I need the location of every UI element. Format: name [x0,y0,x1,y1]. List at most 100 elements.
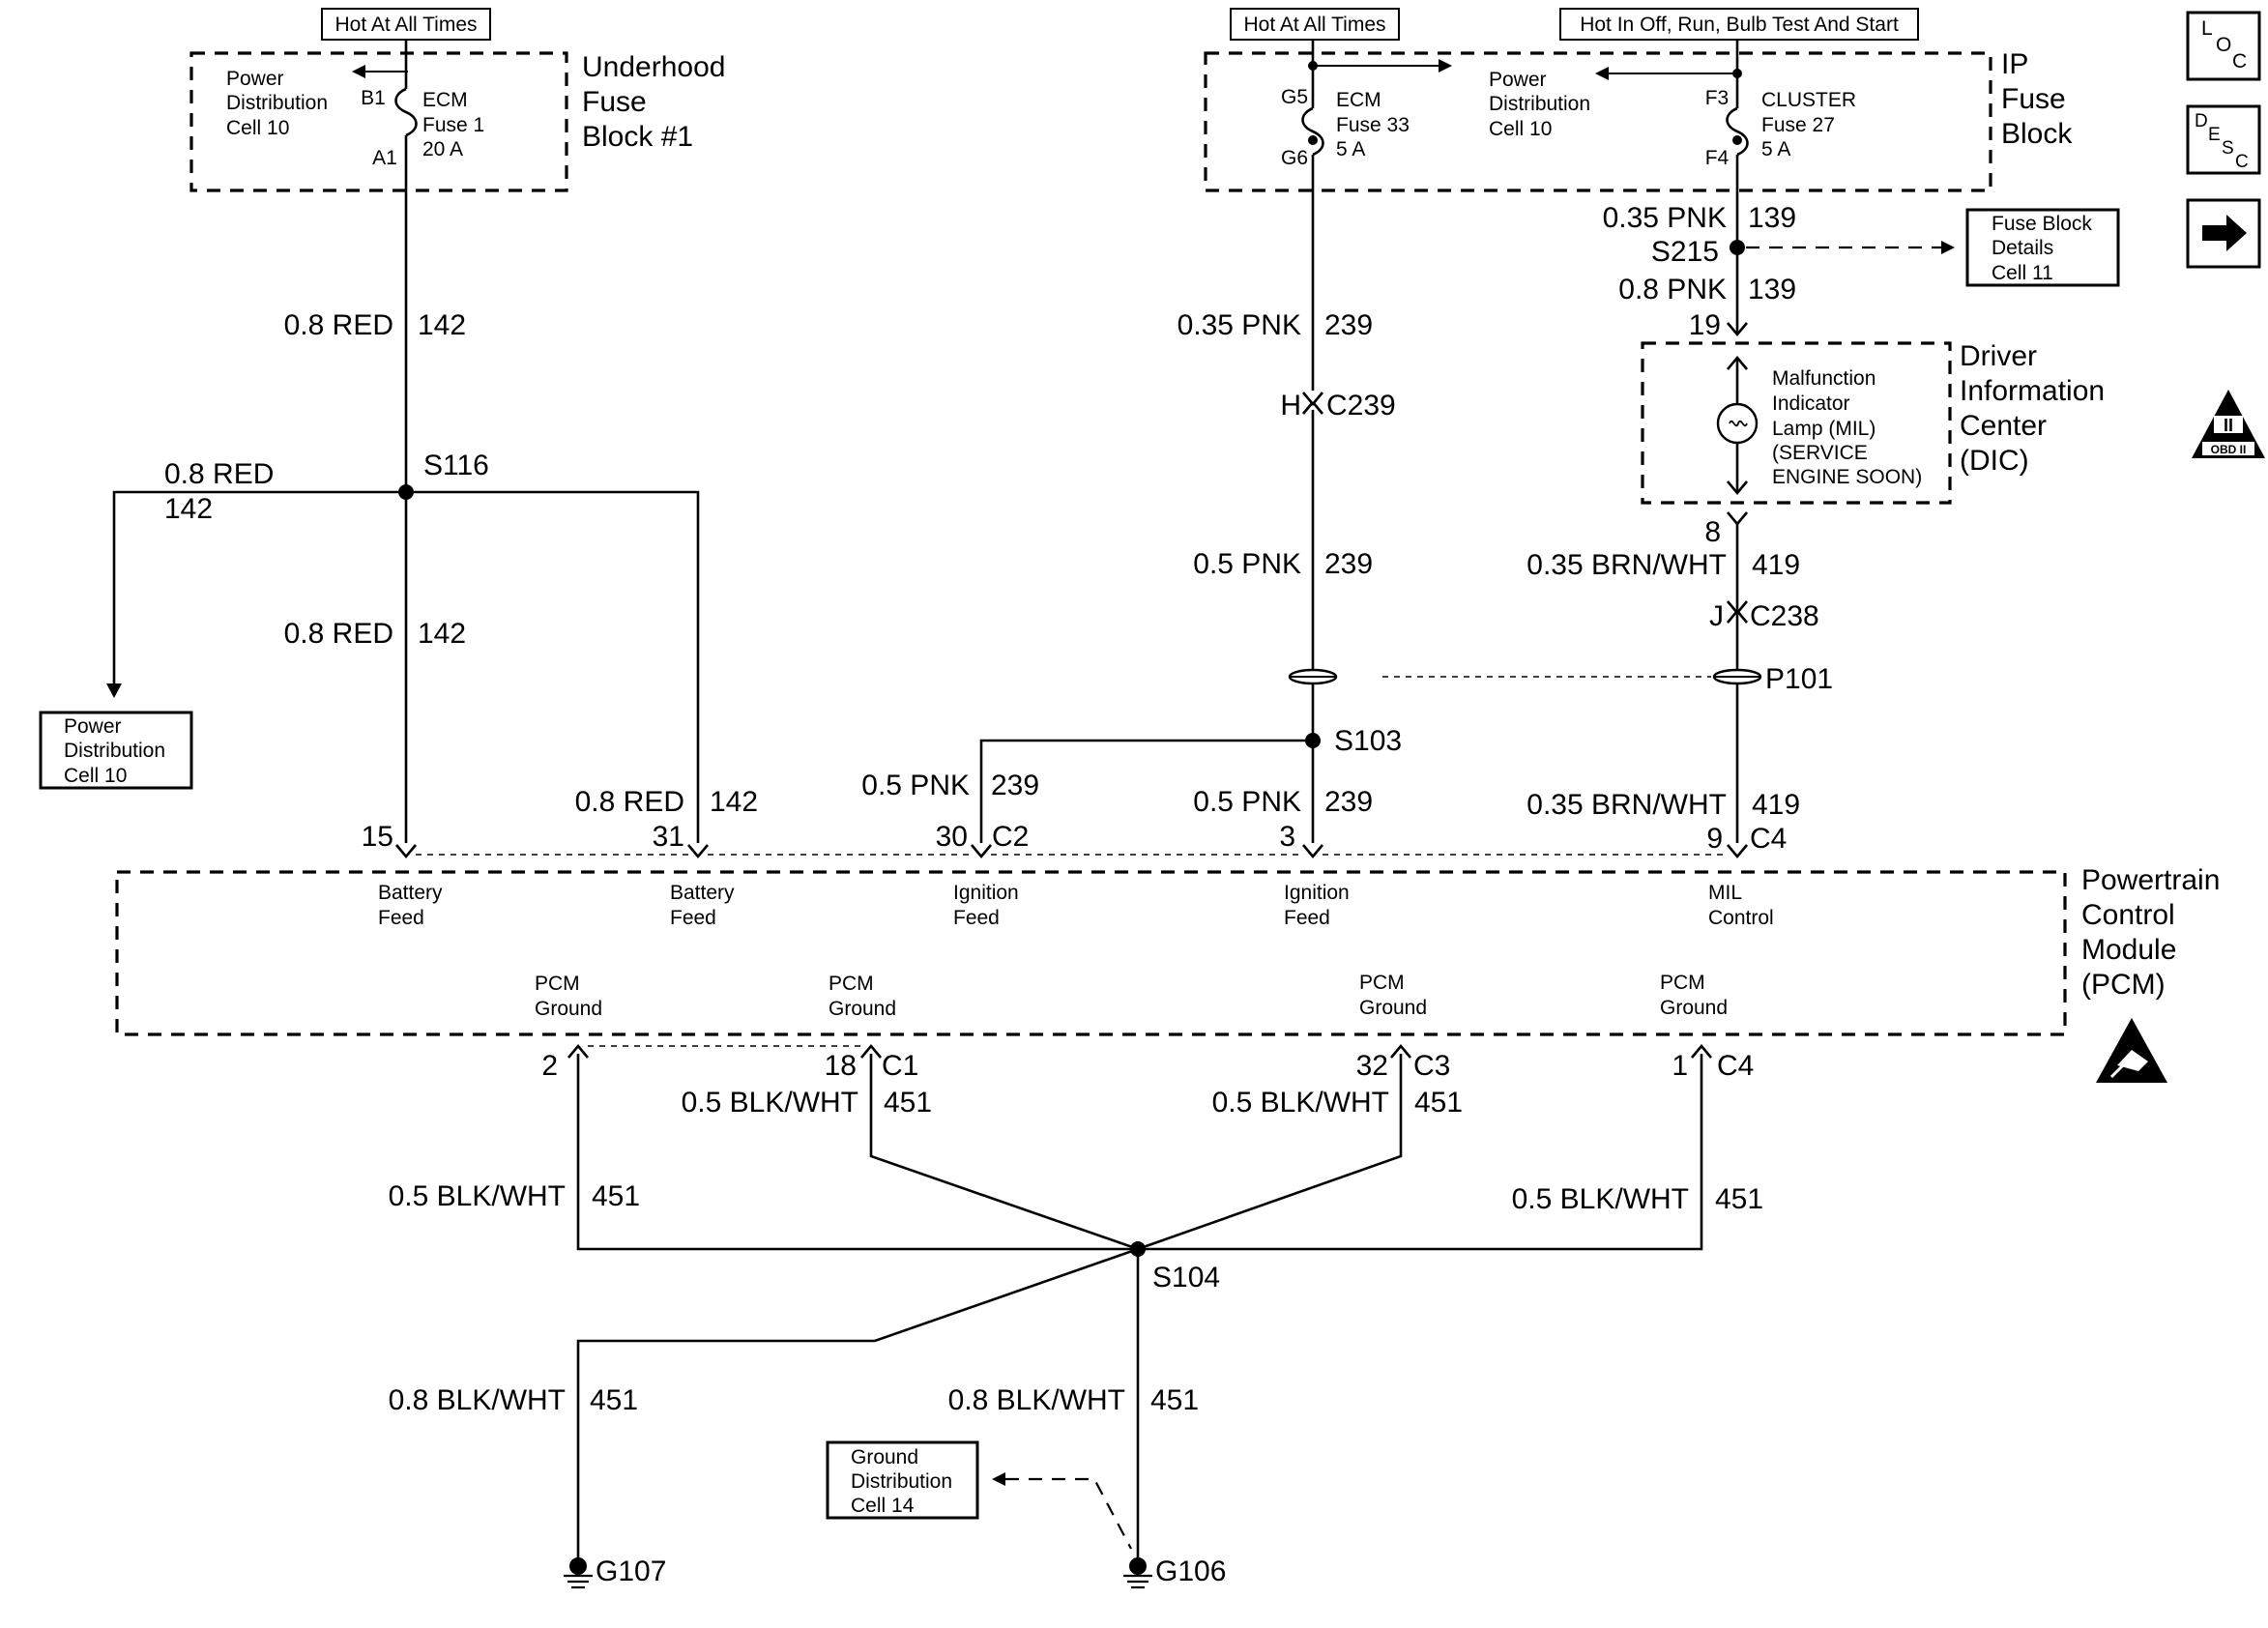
wire-gnd-right [1138,1054,1703,1251]
svg-text:Power: Power [226,68,284,90]
inline-connector-p101: P101 [1712,663,1833,695]
ground-ref-dashed [1005,1477,1132,1550]
wire-label-gnd451-c1: 0.5 BLK/WHT 451 [682,1087,932,1119]
svg-text:S116: S116 [423,450,489,481]
esd-sensitive-icon [2096,1018,2167,1083]
svg-text:Details: Details [1992,237,2053,259]
splice-s215: S215 [1651,236,1745,268]
svg-text:451: 451 [1414,1087,1463,1119]
svg-text:3: 3 [1279,821,1295,853]
svg-text:142: 142 [418,309,466,341]
svg-text:H: H [1280,390,1301,422]
svg-text:Malfunction: Malfunction [1772,367,1875,390]
hot-at-all-times-label-2: Hot At All Times [1230,8,1400,41]
svg-text:PCM: PCM [535,973,580,995]
svg-text:0.8 PNK: 0.8 PNK [1618,274,1727,305]
cluster-fuse-arrowhead [1595,67,1609,80]
svg-text:Cell 10: Cell 10 [1489,118,1552,140]
wire-gnd-left [576,1054,1138,1251]
wire-label-red142-top: 0.8 RED 142 [284,309,466,341]
svg-text:0.35 BRN/WHT: 0.35 BRN/WHT [1527,549,1727,581]
wire-label-gnd451-c3: 0.5 BLK/WHT 451 [1212,1087,1463,1119]
svg-text:C1: C1 [882,1050,918,1082]
ip-fuse-block-outline [1204,51,1992,192]
wire-label-gnd451-right: 0.5 BLK/WHT 451 [1512,1183,1763,1215]
svg-text:Underhood: Underhood [582,51,725,83]
svg-text:C239: C239 [1326,390,1396,422]
underhood-fuse-block-title: Underhood Fuse Block #1 [582,51,725,153]
svg-text:0.8 RED: 0.8 RED [284,309,393,341]
inline-connector-pnk [1288,668,1338,685]
svg-text:0.5 PNK: 0.5 PNK [1193,786,1301,818]
pcm-ground-labels: PCM Ground PCM Ground PCM Ground PCM Gro… [535,972,1728,1020]
wire-label-pnk239-branch: 0.5 PNK 239 [861,770,1039,801]
next-page-arrow-icon[interactable] [2186,198,2261,269]
dic-pin-8: 8 [1704,511,1748,548]
svg-text:G6: G6 [1281,147,1308,169]
svg-text:Ground: Ground [1359,997,1427,1019]
svg-text:20 A: 20 A [422,138,463,160]
ecm-fuse-1: B1 A1 ECM Fuse 1 20 A [361,41,484,490]
svg-text:2: 2 [541,1050,558,1082]
svg-text:451: 451 [592,1180,640,1212]
svg-text:E: E [2208,125,2221,145]
underhood-power-arrowhead [352,65,365,78]
wire-label-red142-right: 0.8 RED 142 [575,786,758,818]
pcm-outline [115,870,2067,1036]
svg-text:15: 15 [362,821,393,853]
loc-icon[interactable]: L O C [2186,11,2261,81]
pcm-top-connector-pins [395,844,1748,859]
wire-label-brn419-a: 0.35 BRN/WHT 419 [1527,549,1800,581]
svg-text:Cell 11: Cell 11 [1992,262,2053,284]
svg-text:0.8 RED: 0.8 RED [284,618,393,650]
svg-text:Block: Block [2001,118,2073,150]
svg-text:5 A: 5 A [1761,138,1790,160]
svg-text:419: 419 [1752,789,1800,821]
svg-text:0.35 PNK: 0.35 PNK [1178,309,1301,341]
wire-label-brn419-b: 0.35 BRN/WHT 419 [1527,789,1800,821]
svg-text:Fuse 1: Fuse 1 [422,114,484,136]
svg-text:Distribution: Distribution [226,92,328,114]
ground-distribution-ref: Ground Distribution Cell 14 [826,1440,979,1520]
wire-label-pnk139-a: 0.35 PNK 139 [1603,202,1796,234]
splice-s103: S103 [1305,725,1402,757]
svg-text:0.5 PNK: 0.5 PNK [861,770,970,801]
svg-text:142: 142 [418,618,466,650]
svg-text:Feed: Feed [1284,907,1330,929]
fuse-block-details-ref: Fuse Block Details Cell 11 [1965,208,2120,287]
ground-g107-icon: G107 [564,1555,666,1589]
svg-text:L: L [2201,17,2213,40]
svg-text:Block #1: Block #1 [582,121,693,153]
wire-label-red142-left: 0.8 RED 142 [164,458,274,525]
svg-text:G106: G106 [1155,1555,1226,1587]
svg-text:139: 139 [1748,202,1796,234]
svg-text:Battery: Battery [670,882,735,904]
svg-text:II: II [2224,416,2233,435]
desc-icon[interactable]: D E S C [2186,104,2261,175]
svg-text:(PCM): (PCM) [2081,969,2166,1001]
svg-text:IP: IP [2001,48,2028,80]
svg-text:C: C [2232,50,2247,73]
svg-text:CLUSTER: CLUSTER [1761,89,1856,111]
svg-text:5 A: 5 A [1336,138,1365,160]
svg-text:Ignition: Ignition [1284,882,1350,904]
power-distribution-ref-left: Power Distribution Cell 10 [39,711,193,790]
svg-text:F3: F3 [1705,87,1730,109]
svg-text:0.5 BLK/WHT: 0.5 BLK/WHT [682,1087,858,1119]
svg-text:J: J [1709,600,1724,632]
ip-fuse-block-title: IP Fuse Block [2001,48,2073,150]
svg-text:Feed: Feed [378,907,424,929]
svg-text:Fuse Block: Fuse Block [1992,213,2092,235]
svg-text:Power: Power [64,715,122,738]
dic-title: Driver Information Center (DIC) [1960,340,2105,477]
pcm-feed-labels: Battery Feed Battery Feed Ignition Feed … [378,882,1774,929]
svg-text:419: 419 [1752,549,1800,581]
wire-label-pnk139-b: 0.8 PNK 139 [1618,274,1796,305]
s215-details-arrowhead [1941,241,1955,254]
svg-text:B1: B1 [361,87,386,109]
svg-text:239: 239 [991,770,1039,801]
svg-text:P101: P101 [1765,663,1833,695]
svg-text:OBD II: OBD II [2211,443,2247,456]
svg-text:1: 1 [1672,1050,1688,1082]
svg-text:G107: G107 [596,1555,666,1587]
